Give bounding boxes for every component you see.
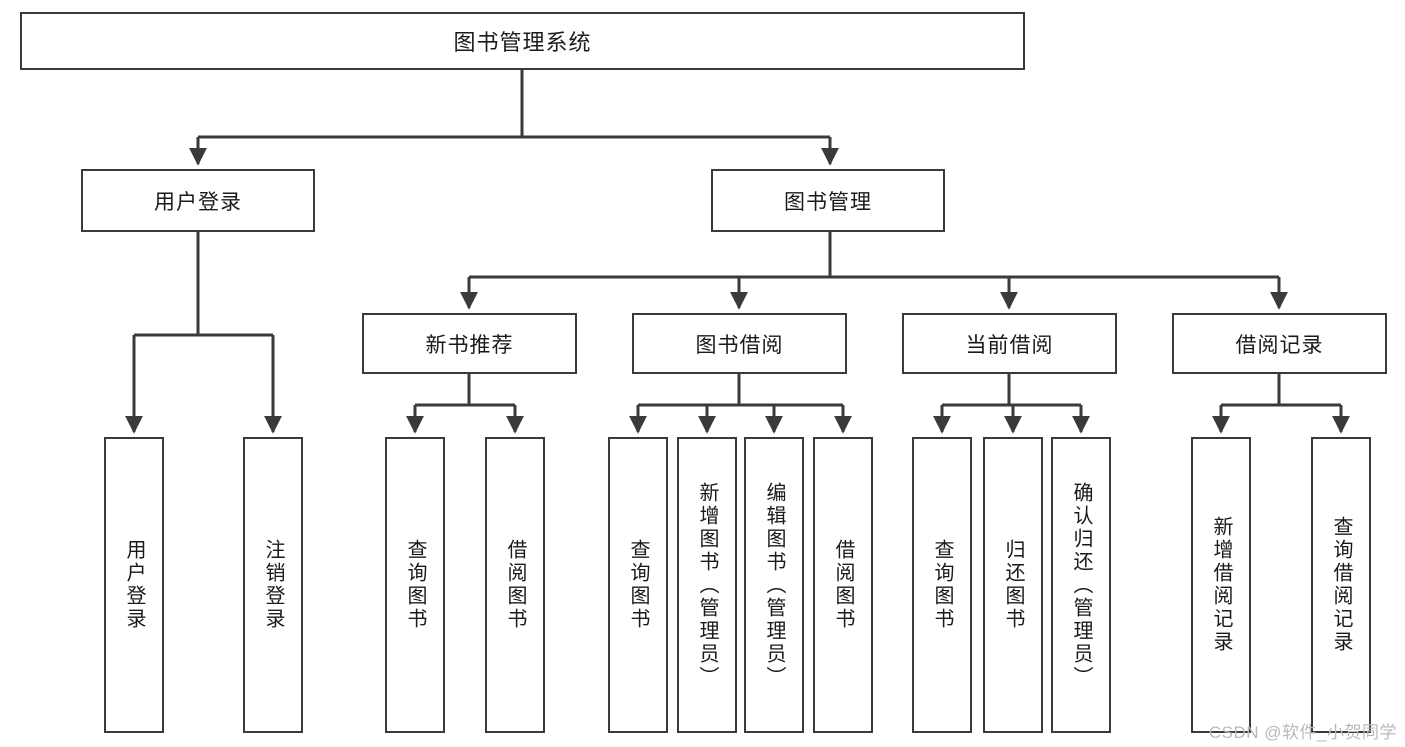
node-book-borrow[interactable]: 图书借阅: [632, 313, 847, 374]
leaf-query-book-borrow[interactable]: 查询图书: [608, 437, 668, 733]
leaf-logout[interactable]: 注销登录: [243, 437, 303, 733]
leaf-return-book[interactable]: 归还图书: [983, 437, 1043, 733]
watermark-text: CSDN @软件_小贺同学: [1208, 723, 1397, 742]
node-new-book-recommend[interactable]: 新书推荐: [362, 313, 577, 374]
leaf-query-book-recommend[interactable]: 查询图书: [385, 437, 445, 733]
leaf-add-borrow-record[interactable]: 新增借阅记录: [1191, 437, 1251, 733]
leaf-confirm-return-admin[interactable]: 确认归还（管理员）: [1051, 437, 1111, 733]
leaf-borrow-book[interactable]: 借阅图书: [813, 437, 873, 733]
leaf-edit-book-admin[interactable]: 编辑图书（管理员）: [744, 437, 804, 733]
leaf-query-book-current[interactable]: 查询图书: [912, 437, 972, 733]
node-book-management[interactable]: 图书管理: [711, 169, 945, 232]
leaf-user-login[interactable]: 用户登录: [104, 437, 164, 733]
node-root-system[interactable]: 图书管理系统: [20, 12, 1025, 70]
leaf-add-book-admin[interactable]: 新增图书（管理员）: [677, 437, 737, 733]
node-borrow-record[interactable]: 借阅记录: [1172, 313, 1387, 374]
leaf-borrow-book-recommend[interactable]: 借阅图书: [485, 437, 545, 733]
leaf-query-borrow-record[interactable]: 查询借阅记录: [1311, 437, 1371, 733]
node-user-login[interactable]: 用户登录: [81, 169, 315, 232]
node-current-borrow[interactable]: 当前借阅: [902, 313, 1117, 374]
